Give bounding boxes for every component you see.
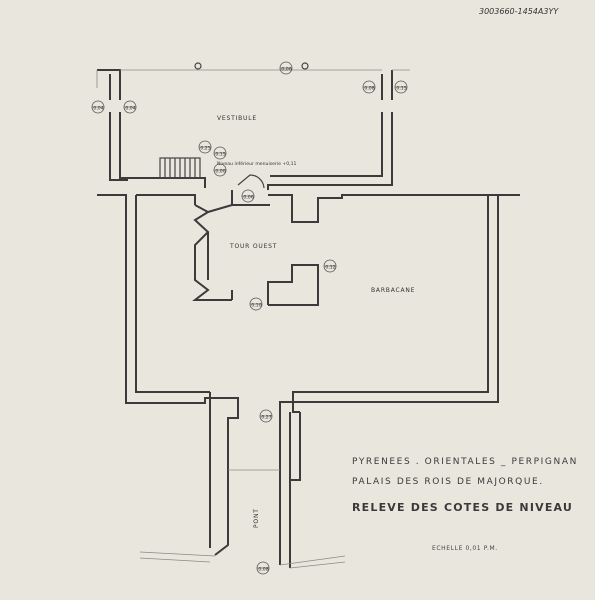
- door-swing: [237, 174, 265, 189]
- vestibule-walls: [96, 69, 410, 190]
- title-block: PYRENEES . ORIENTALES _ PERPIGNAN PALAIS…: [352, 457, 578, 514]
- label-pont: PONT: [253, 508, 260, 528]
- elevation-marker: 0,10: [249, 297, 263, 311]
- reference-code: 3003660-1454A3YY: [479, 7, 559, 16]
- svg-text:0,04: 0,04: [125, 105, 135, 111]
- tour-ouest-walls: [192, 204, 319, 306]
- elevation-marker: 0,15: [213, 146, 227, 160]
- elevation-marker: 0,15: [394, 80, 408, 94]
- label-barbacane: BARBACANE: [371, 287, 415, 294]
- elevation-marker: 0,04: [123, 100, 137, 114]
- title-line-building: PALAIS DES ROIS DE MAJORQUE.: [352, 477, 544, 487]
- level-annotation: Niveau inférieur menuiserie +0,11: [217, 160, 297, 167]
- svg-text:0,15: 0,15: [396, 85, 406, 91]
- scale-note: ECHELLE 0,01 P.M.: [432, 545, 498, 552]
- staircase: [159, 157, 201, 179]
- elevation-marker: 0,00: [213, 163, 227, 177]
- svg-text:0,27: 0,27: [261, 414, 271, 420]
- elevation-marker: 0,04: [91, 100, 105, 114]
- elevation-marker: 0,08: [256, 561, 270, 575]
- elevation-marker: 0,08: [362, 80, 376, 94]
- svg-text:0,12: 0,12: [325, 264, 335, 270]
- columns: [194, 62, 309, 70]
- elevation-marker: 0,12: [323, 259, 337, 273]
- svg-text:0,06: 0,06: [281, 66, 291, 72]
- svg-text:0,08: 0,08: [364, 85, 374, 91]
- pont-walls: [139, 392, 346, 569]
- svg-text:0,08: 0,08: [258, 566, 268, 572]
- svg-text:0,04: 0,04: [93, 105, 103, 111]
- title-line-subject: RELEVE DES COTES DE NIVEAU: [352, 501, 574, 514]
- label-vestibule: VESTIBULE: [217, 115, 257, 122]
- elevation-marker: 0,27: [259, 409, 273, 423]
- elevation-marker: 0,25: [198, 140, 212, 154]
- svg-text:0,10: 0,10: [251, 302, 261, 308]
- svg-text:0,00: 0,00: [215, 168, 225, 174]
- svg-text:0,06: 0,06: [243, 194, 253, 200]
- elevation-marker: 0,06: [279, 61, 293, 75]
- elevation-marker: 0,06: [241, 189, 255, 203]
- title-line-location: PYRENEES . ORIENTALES _ PERPIGNAN: [352, 457, 578, 467]
- label-tour-ouest: TOUR OUEST: [229, 243, 277, 250]
- barbacane-walls: [97, 190, 520, 413]
- svg-text:0,15: 0,15: [215, 151, 225, 157]
- svg-text:0,25: 0,25: [200, 145, 210, 151]
